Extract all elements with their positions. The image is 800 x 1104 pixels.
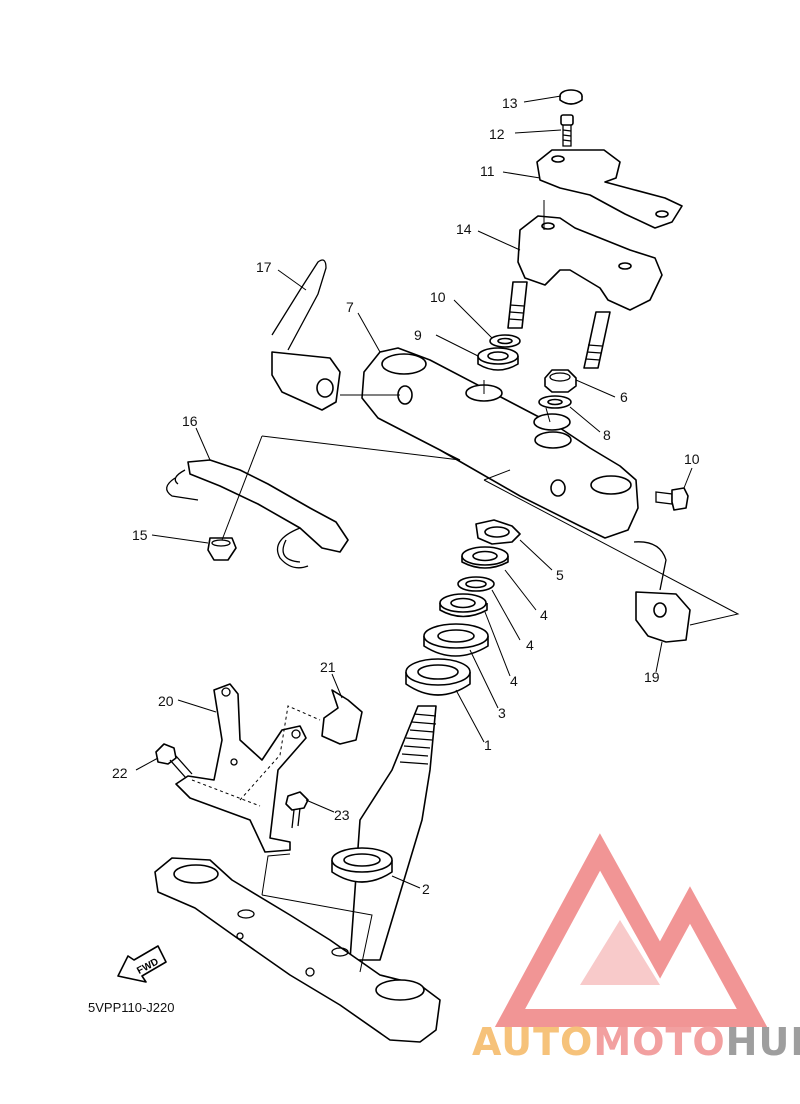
callout-3: 3 (498, 705, 506, 721)
callout-20: 19 (644, 669, 660, 685)
steering-stem (349, 705, 437, 961)
part-3-bearing-cover (423, 623, 489, 657)
watermark-auto: AUTO (472, 1020, 593, 1064)
part-21-stay (175, 683, 307, 853)
callout-4-upper: 4 (540, 607, 548, 623)
part-18-cable-guide (166, 459, 349, 569)
callout-21: 20 (158, 693, 174, 709)
part-19-wire-clip (271, 259, 341, 411)
callout-numbers: 13 12 11 14 17 10 7 9 6 8 16 10 15 5 4 4… (112, 95, 700, 897)
callout-24: 23 (334, 807, 350, 823)
part-23-bolt (155, 743, 193, 779)
callout-10: 10 (684, 451, 700, 467)
part-6-lock-washer (475, 519, 521, 545)
callout-16: 14 (456, 221, 472, 237)
callout-6: 5 (556, 567, 564, 583)
part-17-nut (207, 537, 237, 561)
part-4-ring-nut-lower (439, 593, 488, 618)
callout-18: 16 (182, 413, 198, 429)
part-11-bushing (477, 347, 519, 371)
callout-22: 21 (320, 659, 336, 675)
callout-9: 7 (346, 299, 354, 315)
part-5-washer (457, 576, 495, 592)
svg-text:AUTOMOTOHUB: AUTOMOTOHUB (472, 1020, 800, 1064)
lower-bracket (154, 857, 441, 1043)
callout-7: 6 (620, 389, 628, 405)
callout-14: 12 (489, 126, 505, 142)
part-24-bolt (285, 791, 309, 829)
callout-8: 8 (603, 427, 611, 443)
fwd-arrow-icon: FWD (117, 945, 167, 983)
callout-1: 1 (484, 737, 492, 753)
watermark-hub: HUB (726, 1020, 800, 1064)
callout-leaders (135, 95, 693, 889)
part-9-upper-bracket (361, 347, 639, 539)
watermark-moto: MOTO (593, 1020, 725, 1064)
assembly-reference-lines (191, 200, 740, 973)
watermark-text: AUTOMOTOHUB (472, 1020, 800, 1064)
callout-13: 11 (480, 163, 495, 179)
diagram-code: 5VPP110-J220 (88, 1000, 175, 1015)
part-20-bracket (633, 541, 691, 643)
part-14-bolt (560, 114, 574, 147)
part-12-washer (489, 334, 521, 348)
watermark-logo-icon (494, 833, 768, 1027)
callout-11: 9 (414, 327, 422, 343)
part-4-ring-nut-upper (461, 546, 509, 569)
part-22-clamp (321, 689, 363, 745)
part-13-upper-holder (536, 149, 683, 229)
part-8-washer (538, 395, 572, 409)
part-2-bearing-lower (331, 847, 393, 883)
part-16-lower-holder (507, 215, 663, 369)
callout-5: 4 (526, 637, 534, 653)
part-10-bolt (655, 487, 689, 511)
callout-19: 17 (256, 259, 272, 275)
callout-23: 22 (112, 765, 128, 781)
callout-17: 15 (132, 527, 148, 543)
callout-12: 10 (430, 289, 446, 305)
callout-2: 2 (422, 881, 430, 897)
part-7-nut (544, 369, 577, 393)
part-1-bearing-upper (405, 658, 471, 696)
part-15-cap (559, 89, 583, 105)
callout-15: 13 (502, 95, 518, 111)
callout-4-lower: 4 (510, 673, 518, 689)
